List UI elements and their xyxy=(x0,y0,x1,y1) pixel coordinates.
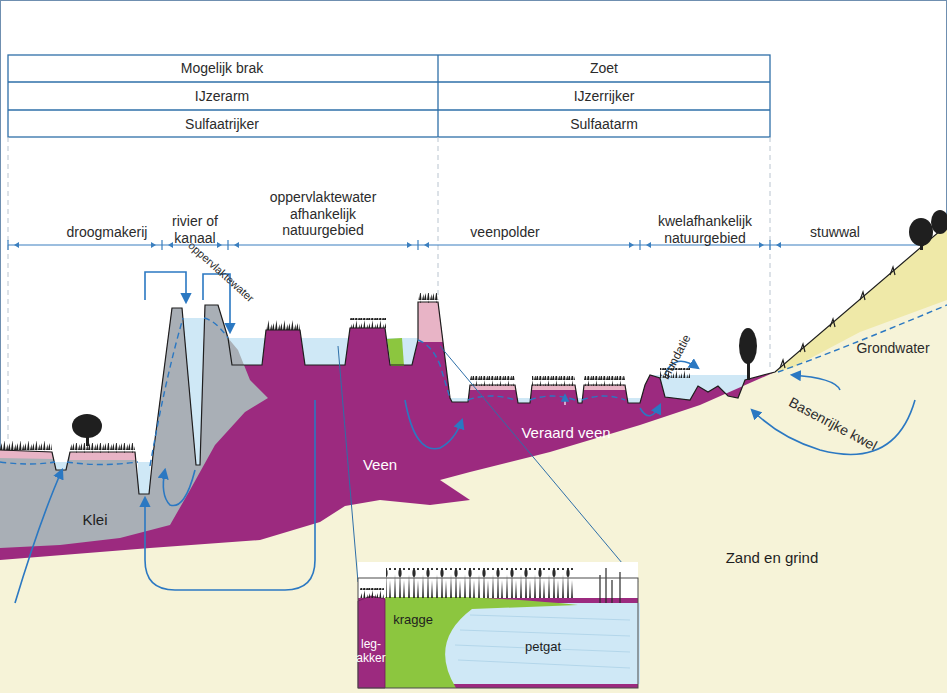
guide-line xyxy=(8,137,9,440)
flow-label: inundatie xyxy=(658,332,693,382)
flow-label: Grondwater xyxy=(856,340,929,357)
grass xyxy=(266,320,300,330)
inset-water xyxy=(436,603,640,684)
guide-line xyxy=(438,137,439,300)
water-plants xyxy=(600,568,620,603)
inset-label: petgat xyxy=(525,639,561,654)
grass xyxy=(350,318,386,328)
table-cell: Sulfaatrijker xyxy=(185,116,259,133)
flow-arrow xyxy=(15,470,62,603)
dimension-ticks xyxy=(8,240,940,250)
inset-leaders xyxy=(338,346,638,582)
tree xyxy=(909,210,947,250)
table-cell: IJzerarm xyxy=(195,88,249,105)
tree-crown xyxy=(72,414,102,438)
flow-arrow xyxy=(145,272,186,302)
flow-arrow xyxy=(145,400,315,590)
flow-label: Basenrijke kwel xyxy=(786,394,880,454)
water-table-line xyxy=(0,462,138,465)
ditch-water xyxy=(138,462,150,495)
tree-crown xyxy=(909,218,933,246)
zone-label: stuwwal xyxy=(810,224,860,241)
flow-arrows xyxy=(15,272,915,603)
water-table-line xyxy=(778,305,947,372)
table-cell: Mogelijk brak xyxy=(181,60,263,77)
layer-label: Zand en grind xyxy=(726,549,819,567)
ground-outline xyxy=(0,225,947,494)
grass xyxy=(532,376,575,386)
leader-line xyxy=(440,346,638,582)
zone-label: veenpolder xyxy=(470,224,539,241)
flow-arrow xyxy=(405,400,462,449)
grass xyxy=(0,441,52,451)
reeds xyxy=(386,568,576,598)
table-cell: Sulfaatarm xyxy=(570,116,638,133)
water-table-line xyxy=(418,340,450,398)
inset-kragge xyxy=(385,597,578,688)
flow-arrow xyxy=(564,395,565,405)
grass xyxy=(584,376,625,386)
zone-label: droogmakerij xyxy=(67,224,148,241)
dimension-arrowheads xyxy=(14,242,934,248)
peat-layer xyxy=(0,302,775,560)
tree-crown xyxy=(931,210,947,234)
table-rule xyxy=(437,55,438,137)
table-cell: IJzerrijker xyxy=(574,88,635,105)
inset-detail xyxy=(358,562,640,688)
water-table-line xyxy=(150,318,228,466)
table-cell: Zoet xyxy=(590,60,618,77)
water-hatching xyxy=(455,615,630,668)
table-border xyxy=(8,55,770,137)
table-rule xyxy=(8,81,770,82)
sand-layer xyxy=(0,225,947,693)
flow-arrow xyxy=(640,405,660,416)
flow-arrow xyxy=(163,470,195,506)
guide-line xyxy=(770,137,771,370)
tree-crown xyxy=(739,328,757,364)
inset-label: kragge xyxy=(393,612,433,627)
topsoil xyxy=(0,302,626,460)
clay-layer xyxy=(0,305,268,548)
zone-label: kwelafhankelijk natuurgebied xyxy=(645,213,765,246)
flow-arrow xyxy=(792,375,840,390)
zone-label: oppervlaktewater afhankelijk natuurgebie… xyxy=(253,189,393,239)
zone-dimension-line xyxy=(8,240,940,250)
leader-line xyxy=(338,346,358,582)
tree xyxy=(72,414,102,446)
property-table xyxy=(8,55,770,137)
grass xyxy=(470,376,515,386)
layer-label: Veen xyxy=(363,456,397,474)
layer-label: Klei xyxy=(82,511,107,529)
grass xyxy=(360,588,384,598)
inset-frame xyxy=(358,578,638,688)
tree xyxy=(739,328,757,380)
layer-label: Veraard veen xyxy=(521,424,610,442)
grass xyxy=(418,293,438,303)
flow-label: oppervlaktewater xyxy=(186,239,257,305)
grass xyxy=(70,443,135,453)
water-table-line xyxy=(468,396,625,400)
inset-label: leg-akker xyxy=(353,637,389,665)
table-rule xyxy=(8,109,770,110)
hill-layer xyxy=(775,225,947,372)
dimension-line xyxy=(8,244,940,245)
topsoil-strip xyxy=(70,452,136,460)
